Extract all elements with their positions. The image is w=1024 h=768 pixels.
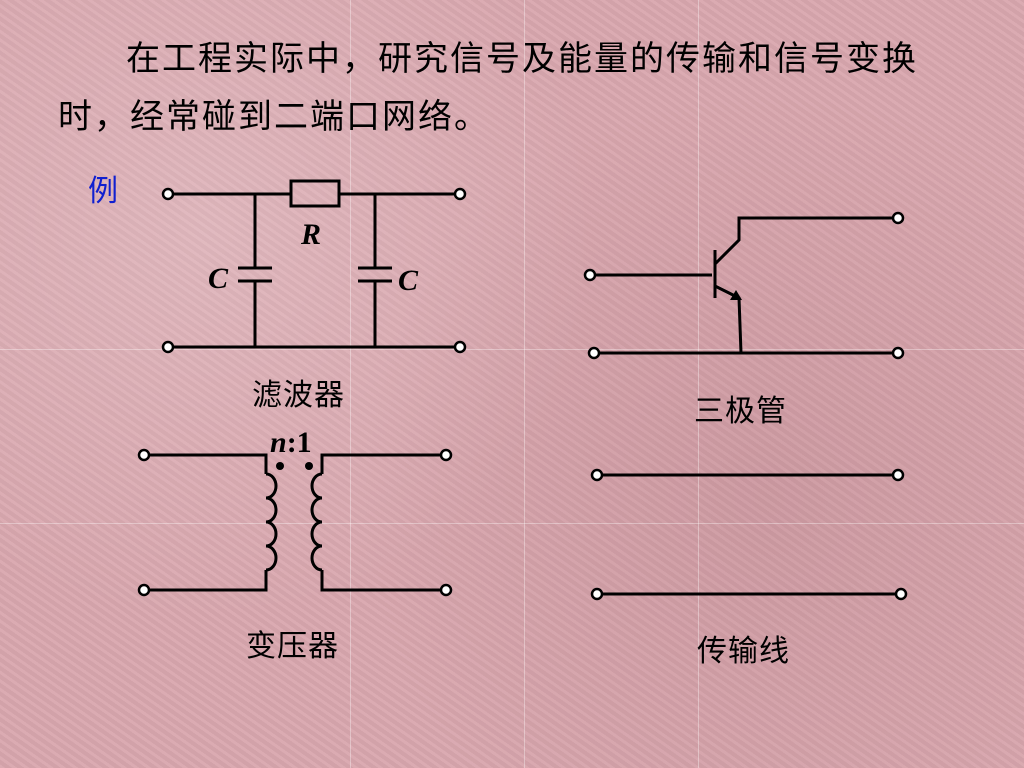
- turns-ratio-value: :1: [287, 426, 312, 459]
- polarity-dot-primary: [276, 462, 284, 470]
- intro-paragraph: 在工程实际中，研究信号及能量的传输和信号变换时，经常碰到二端口网络。: [58, 39, 918, 137]
- terminal-circle: [453, 340, 467, 354]
- turns-ratio-n: n: [270, 426, 287, 459]
- background-grid-line: [0, 523, 1024, 524]
- terminal-circle: [590, 468, 604, 482]
- terminal-circle: [453, 187, 467, 201]
- transmission-line-caption: 传输线: [697, 634, 790, 669]
- transmission-line-circuit: [590, 468, 908, 601]
- resistor-label: R: [300, 218, 321, 251]
- collector-wire: [713, 216, 898, 266]
- capacitor-right-label: C: [398, 264, 419, 297]
- secondary-top-wire: [320, 453, 446, 474]
- secondary-coil: [310, 472, 323, 572]
- capacitor-left-label: C: [208, 262, 229, 295]
- background-grid-line: [698, 0, 699, 768]
- terminal-circle: [137, 448, 151, 462]
- transistor-caption: 三极管: [694, 394, 787, 429]
- terminal-circle: [590, 587, 604, 601]
- terminal-circle: [439, 583, 453, 597]
- transformer-caption: 变压器: [246, 629, 339, 664]
- background-grid-line: [350, 0, 351, 768]
- terminal-circle: [161, 187, 175, 201]
- polarity-dot-secondary: [305, 462, 313, 470]
- example-label: 例: [88, 174, 118, 209]
- terminal-circle: [891, 211, 905, 225]
- terminal-circle: [891, 346, 905, 360]
- emitter-arrow: [730, 290, 742, 300]
- terminal-circle: [894, 587, 908, 601]
- terminal-circle: [583, 268, 597, 282]
- terminal-circle: [439, 448, 453, 462]
- primary-coil: [265, 472, 278, 572]
- background-grid-line: [524, 0, 525, 768]
- terminal-circle: [137, 583, 151, 597]
- transistor-circuit: [583, 211, 905, 360]
- terminal-circle: [587, 346, 601, 360]
- primary-bottom-wire: [144, 570, 268, 592]
- secondary-bottom-wire: [320, 570, 446, 592]
- transformer-circuit: n:1: [137, 426, 453, 597]
- terminal-circle: [161, 340, 175, 354]
- filter-circuit: R C C: [161, 179, 467, 354]
- background-grid-line: [0, 349, 1024, 350]
- primary-top-wire: [144, 453, 268, 474]
- filter-caption: 滤波器: [252, 378, 345, 413]
- resistor-symbol: [289, 179, 341, 208]
- terminal-circle: [891, 468, 905, 482]
- turns-ratio-label: n:1: [270, 426, 312, 459]
